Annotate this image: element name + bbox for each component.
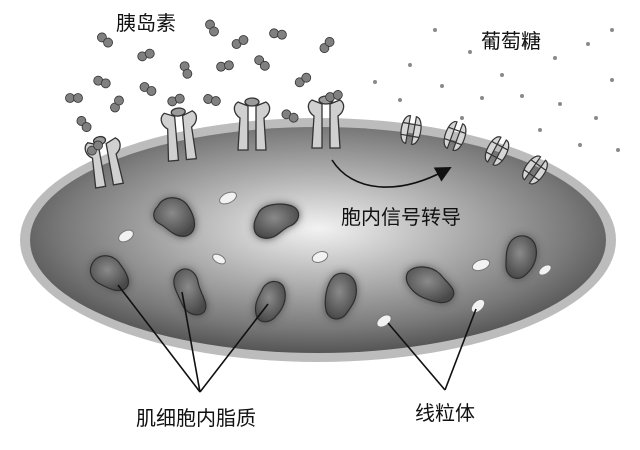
glucose-dot xyxy=(500,73,504,77)
label-glucose: 葡萄糖 xyxy=(481,29,541,53)
glucose-dot xyxy=(538,128,542,132)
glucose-dot xyxy=(616,148,620,152)
insulin-molecule xyxy=(318,36,336,55)
glucose-dot xyxy=(610,78,614,82)
glucose-dot xyxy=(408,63,412,67)
glucose-dot xyxy=(440,84,444,88)
insulin-molecule xyxy=(253,54,271,72)
insulin-molecule xyxy=(293,71,312,88)
glucose-dot xyxy=(610,28,614,32)
glucose-dot xyxy=(468,50,472,54)
insulin-molecule xyxy=(203,93,222,106)
insulin-molecule xyxy=(230,34,249,50)
insulin-molecule xyxy=(269,28,287,40)
label-intramyocellular-lipid: 肌细胞内脂质 xyxy=(136,406,256,430)
label-insulin: 胰岛素 xyxy=(116,11,176,35)
glucose-dot xyxy=(398,98,402,102)
insulin-molecule xyxy=(136,48,155,62)
insulin-molecule xyxy=(166,93,185,107)
insulin-molecule xyxy=(109,94,125,113)
glucose-dot xyxy=(460,116,464,120)
glucose-dot xyxy=(433,28,437,32)
insulin-molecule xyxy=(204,18,220,37)
insulin-molecule xyxy=(216,60,234,72)
label-mitochondria: 线粒体 xyxy=(415,401,475,425)
glucose-dot xyxy=(578,143,582,147)
insulin-molecule xyxy=(66,94,83,103)
glucose-dot xyxy=(373,80,377,84)
glucose-dot xyxy=(520,94,524,98)
glucose-dot xyxy=(558,102,562,106)
glucose-dot xyxy=(586,42,590,46)
insulin-molecule xyxy=(75,115,93,134)
insulin-molecule xyxy=(96,31,115,49)
insulin-molecule xyxy=(179,60,193,79)
insulin-molecule xyxy=(92,75,111,89)
glucose-dot xyxy=(480,96,484,100)
label-signal-transduction: 胞内信号转导 xyxy=(341,205,461,229)
insulin-molecule xyxy=(138,81,157,97)
glucose-dot xyxy=(594,116,598,120)
glucose-dot xyxy=(553,56,557,60)
